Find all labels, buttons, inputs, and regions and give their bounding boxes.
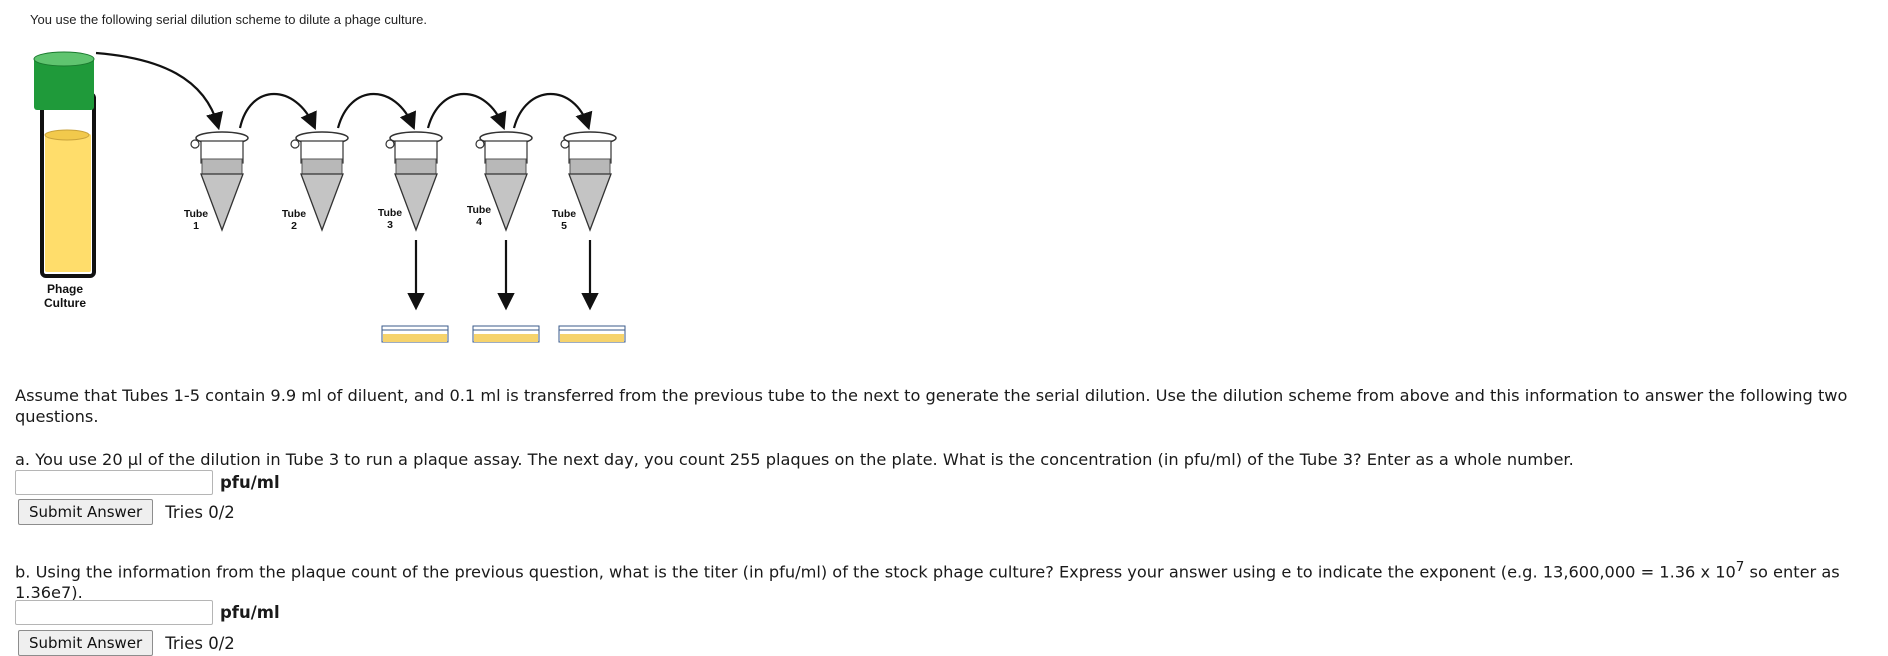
question-b-answer-input[interactable] <box>15 600 213 625</box>
stock-label-line2: Culture <box>44 296 86 310</box>
tube-1 <box>190 131 249 232</box>
transfer-arrow-stock-to-tube1 <box>95 51 224 131</box>
transfer-arrows <box>95 51 593 131</box>
question-a-tries: Tries 0/2 <box>165 502 235 522</box>
tube-2 <box>290 131 349 232</box>
tube-5 <box>560 131 617 232</box>
tube-1-label: Tube <box>184 208 208 220</box>
tube-3-number: 3 <box>387 219 393 231</box>
plate-tube-3 <box>381 325 449 343</box>
question-a-submit-row: Submit Answer Tries 0/2 <box>18 499 235 525</box>
tube-4-label: Tube <box>467 204 491 216</box>
question-a-unit: pfu/ml <box>220 473 280 492</box>
plate-tube-5 <box>558 325 626 343</box>
tube-3-label: Tube <box>378 207 402 219</box>
tube-2-number: 2 <box>291 220 297 232</box>
question-b-submit-row: Submit Answer Tries 0/2 <box>18 630 235 656</box>
culture-liquid <box>45 134 91 272</box>
plate-tube-4 <box>472 325 540 343</box>
question-a-submit-button[interactable]: Submit Answer <box>18 499 154 525</box>
tube-4 <box>475 131 533 232</box>
tube-3 <box>385 131 443 232</box>
tube-5-label: Tube <box>552 208 576 220</box>
transfer-arrow-tube2-to-tube3 <box>336 92 417 131</box>
stock-tube-cap <box>34 58 94 110</box>
serial-dilution-figure: Phage Culture Tube 1 Tube 2 <box>0 38 640 358</box>
question-b-text-after: so enter as 1.36e7). <box>15 562 1840 603</box>
stock-label-line1: Phage <box>47 282 83 296</box>
question-a-answer-input[interactable] <box>15 470 213 495</box>
tube-1-number: 1 <box>193 220 199 232</box>
question-b-text: b. Using the information from the plaque… <box>15 557 1881 603</box>
intro-text: You use the following serial dilution sc… <box>30 12 427 27</box>
assumption-paragraph: Assume that Tubes 1-5 contain 9.9 ml of … <box>15 386 1848 426</box>
question-b-submit-button[interactable]: Submit Answer <box>18 630 154 656</box>
question-b-unit: pfu/ml <box>220 603 280 622</box>
question-b-answer-row: pfu/ml <box>15 600 280 625</box>
tube-2-label: Tube <box>282 208 306 220</box>
transfer-arrow-tube1-to-tube2 <box>238 92 317 131</box>
tube-5-number: 5 <box>561 220 567 232</box>
question-b-text-before: b. Using the information from the plaque… <box>15 562 1736 582</box>
dilution-diagram: Phage Culture Tube 1 Tube 2 <box>33 51 626 343</box>
question-b-exponent: 7 <box>1735 559 1745 575</box>
question-a-answer-row: pfu/ml <box>15 470 280 495</box>
transfer-arrow-tube4-to-tube5 <box>512 92 593 131</box>
transfer-arrow-tube3-to-tube4 <box>426 92 507 131</box>
question-b-tries: Tries 0/2 <box>165 633 235 653</box>
tube-4-number: 4 <box>476 216 482 228</box>
stock-tube <box>33 51 96 278</box>
plating-arrows <box>407 240 599 311</box>
question-a-text: a. You use 20 µl of the dilution in Tube… <box>15 450 1574 469</box>
